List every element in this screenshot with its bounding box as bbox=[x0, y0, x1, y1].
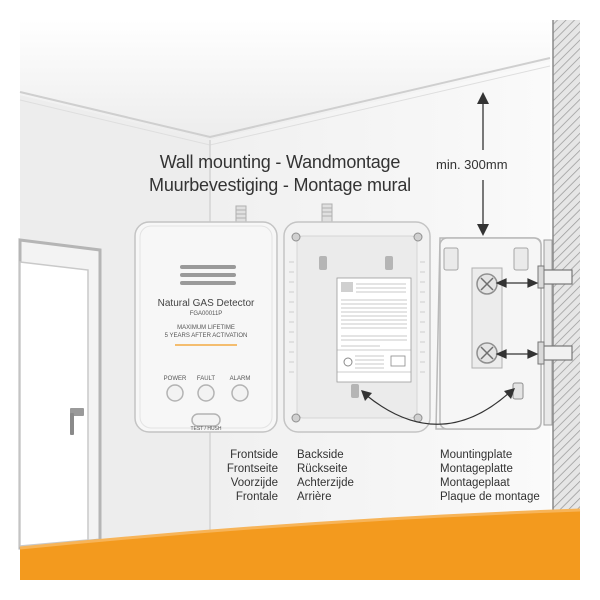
power-led-icon bbox=[166, 384, 184, 402]
caption-line: Montageplatte bbox=[440, 463, 513, 475]
mount-slot-icon bbox=[385, 256, 393, 270]
plate-hook-icon bbox=[512, 382, 524, 400]
caption-line: Frontside bbox=[230, 449, 278, 461]
caption-backside: Backside Rückseite Achterzijde Arrière bbox=[297, 448, 397, 504]
hook-to-slot-arrow bbox=[361, 388, 515, 425]
device-model: FGA00011P bbox=[189, 311, 223, 317]
mountingplate-profile bbox=[543, 239, 553, 426]
plate-clip-icon bbox=[443, 247, 459, 271]
ceiling bbox=[20, 20, 550, 140]
fault-led-icon bbox=[197, 384, 215, 402]
title-line-1: Wall mounting - Wandmontage bbox=[159, 152, 401, 172]
brand-logo-icon bbox=[341, 282, 353, 292]
alarm-led-icon bbox=[231, 384, 249, 402]
door bbox=[18, 238, 102, 550]
alarm-label: ALARM bbox=[229, 376, 251, 382]
screw-icon bbox=[291, 413, 301, 423]
caption-line: Arrière bbox=[297, 491, 332, 503]
ceiling-edge bbox=[19, 57, 551, 139]
caption-line: Backside bbox=[297, 449, 344, 461]
fault-label: FAULT bbox=[196, 376, 216, 382]
device-lifetime-line2: 5 YEARS AFTER ACTIVATION bbox=[164, 333, 248, 339]
caption-frontside: Frontside Frontseite Voorzijde Frontale bbox=[198, 448, 278, 504]
floor-band bbox=[20, 510, 580, 580]
mount-slot-icon bbox=[351, 384, 359, 398]
device-front bbox=[134, 205, 278, 433]
device-name: Natural GAS Detector bbox=[157, 298, 255, 309]
screw-icon bbox=[291, 232, 301, 242]
front-casing bbox=[134, 221, 278, 433]
test-button-icon bbox=[191, 413, 221, 427]
caption-line: Plaque de montage bbox=[440, 491, 540, 503]
wall-section bbox=[553, 20, 580, 580]
power-label: POWER bbox=[163, 376, 187, 382]
vent-slots bbox=[180, 265, 236, 285]
mount-slot-icon bbox=[319, 256, 327, 270]
gas-symbol-icon bbox=[343, 357, 353, 367]
ce-mark-icon bbox=[390, 355, 406, 367]
screw-icon bbox=[413, 232, 423, 242]
device-lifetime-line1: MAXIMUM LIFETIME bbox=[177, 325, 235, 331]
caption-mountingplate: Mountingplate Montageplatte Montageplaat… bbox=[440, 448, 570, 504]
product-label bbox=[336, 277, 412, 383]
wall-plug-lower bbox=[537, 341, 573, 365]
device-back bbox=[283, 203, 431, 433]
caption-line: Rückseite bbox=[297, 463, 348, 475]
screw-to-plug-arrows bbox=[495, 278, 539, 359]
caption-line: Achterzijde bbox=[297, 477, 354, 489]
clearance-label: min. 300mm bbox=[436, 157, 508, 172]
wall-plug-upper bbox=[537, 265, 573, 289]
plate-clip-icon bbox=[513, 247, 529, 271]
caption-line: Mountingplate bbox=[440, 449, 513, 461]
caption-line: Frontale bbox=[235, 491, 278, 503]
back-antenna bbox=[321, 203, 333, 225]
test-label: TEST / HUSH bbox=[190, 426, 222, 432]
caption-line: Montageplaat bbox=[440, 477, 510, 489]
caption-line: Frontseite bbox=[226, 463, 278, 475]
title-line-2: Muurbevestiging - Montage mural bbox=[149, 175, 411, 195]
mountingplate bbox=[435, 237, 542, 430]
clearance-arrow bbox=[477, 92, 489, 236]
caption-line: Voorzijde bbox=[230, 477, 278, 489]
